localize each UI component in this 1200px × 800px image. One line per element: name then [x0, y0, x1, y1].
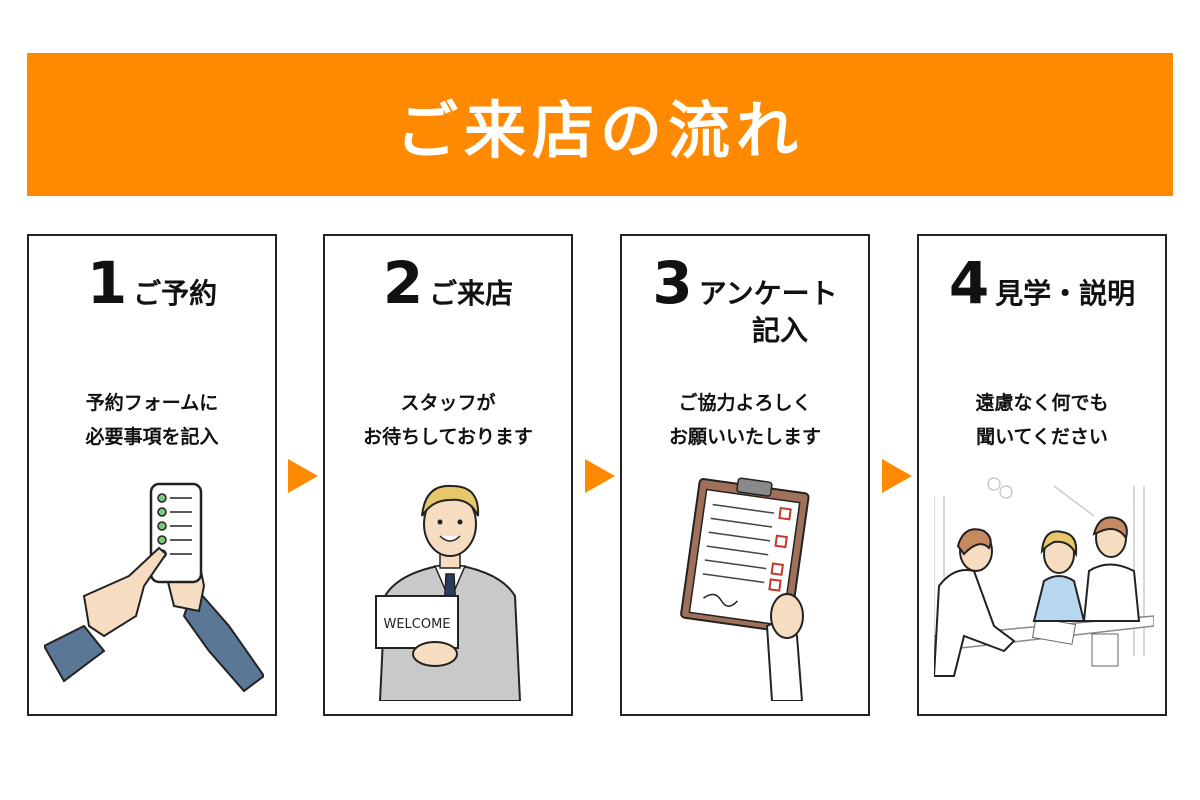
description-line: 聞いてください: [976, 426, 1108, 448]
arrow-right-icon: [882, 459, 912, 493]
step-card-3: 3 アンケート 記入 ご協力よろしく お願いいたします: [620, 234, 870, 716]
arrow-right-icon: [585, 459, 615, 493]
step-number: 3: [652, 249, 693, 317]
step-number: 1: [86, 249, 128, 317]
description-line: ご協力よろしく: [678, 392, 812, 414]
step-number: 2: [382, 249, 424, 317]
step-label: 見学・説明: [995, 277, 1136, 310]
description-line: 必要事項を記入: [85, 426, 219, 448]
consultation-meeting-illustration: [934, 477, 1154, 677]
clipboard-survey-illustration: [680, 477, 810, 701]
step-label-line2: 記入: [751, 314, 808, 347]
step-card-1: 1 ご予約 予約フォームに 必要事項を記入: [27, 234, 277, 716]
step-label: アンケート: [698, 277, 838, 310]
step-description: ご協力よろしく お願いいたします: [622, 386, 868, 454]
step-description: 予約フォームに 必要事項を記入: [29, 386, 275, 454]
step-number: 4: [948, 249, 990, 317]
step-card-2: 2 ご来店 スタッフが お待ちしております WELCOME: [323, 234, 573, 716]
description-line: 遠慮なく何でも: [975, 392, 1109, 414]
description-line: お待ちしております: [363, 426, 533, 448]
description-line: スタッフが: [400, 392, 496, 414]
step-card-4: 4 見学・説明 遠慮なく何でも 聞いてください: [917, 234, 1167, 716]
step-description: スタッフが お待ちしております: [325, 386, 571, 454]
step-title-3: 3 アンケート 記入: [622, 252, 868, 348]
welcome-staff-illustration: WELCOME: [375, 484, 522, 701]
step-label: ご予約: [133, 277, 218, 310]
step-title-2: 2 ご来店: [325, 252, 571, 314]
description-line: 予約フォームに: [85, 392, 219, 414]
step-title-4: 4 見学・説明: [919, 252, 1165, 314]
description-line: お願いいたします: [668, 426, 821, 448]
page-title: ご来店の流れ: [395, 93, 804, 167]
smartphone-checklist-illustration: [44, 482, 264, 693]
welcome-sign-text: WELCOME: [383, 617, 450, 632]
title-banner: ご来店の流れ: [27, 53, 1173, 196]
step-label: ご来店: [429, 277, 514, 310]
step-title-1: 1 ご予約: [29, 252, 275, 314]
arrow-right-icon: [288, 459, 318, 493]
step-description: 遠慮なく何でも 聞いてください: [919, 386, 1165, 454]
